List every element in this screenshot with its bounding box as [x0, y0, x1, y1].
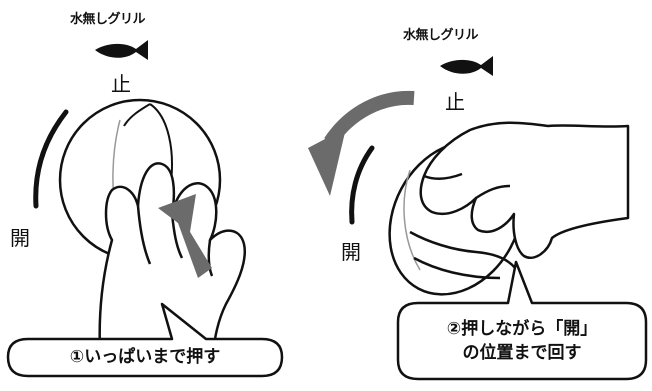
callout-bubble-left	[6, 302, 284, 378]
rotate-arrow-icon	[308, 90, 415, 196]
hand-right	[409, 121, 630, 280]
fish-label-left: 水無しグリル	[70, 12, 146, 27]
press-arrow-icon	[158, 194, 212, 278]
callout-text-right-line1: ②押しながら「開」	[446, 319, 598, 339]
open-range-arc	[349, 145, 375, 225]
fish-icon	[95, 40, 148, 60]
open-label-left: 開	[10, 226, 30, 250]
open-label-right: 開	[341, 240, 361, 264]
open-range-arc	[33, 109, 69, 209]
right-panel	[308, 56, 648, 381]
stop-label-right: 止	[445, 90, 465, 114]
stop-label-left: 止	[111, 72, 131, 96]
callout-bubble-right	[396, 260, 648, 381]
fish-icon	[440, 56, 493, 76]
left-panel	[6, 40, 284, 378]
callout-text-right-line2: の位置まで回す	[462, 343, 582, 363]
callout-text-left: ①いっぱいまで押す	[69, 347, 221, 367]
fish-label-right: 水無しグリル	[403, 28, 479, 43]
